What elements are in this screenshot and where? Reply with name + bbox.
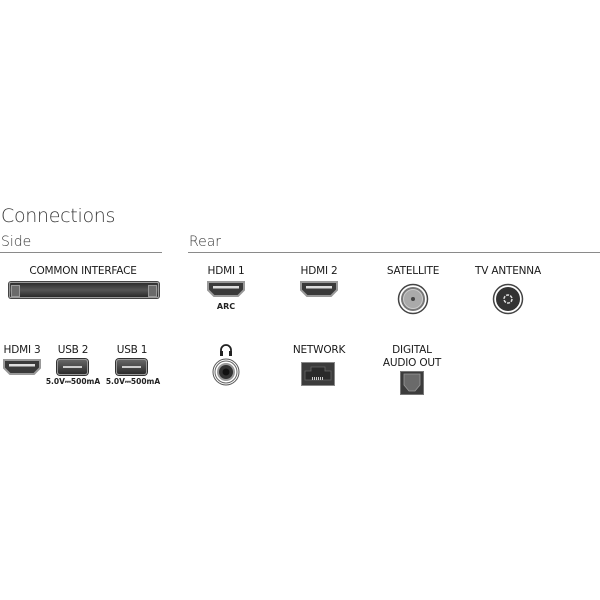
hdmi2-label: HDMI 2: [300, 265, 338, 277]
network-label: NETWORK: [292, 344, 346, 356]
rear-divider: [188, 252, 600, 253]
usb1-spec: 5.0V⎓500mA: [105, 377, 161, 386]
satellite-connector-icon: [397, 283, 429, 315]
optical-audio-port-icon: [400, 371, 424, 395]
side-divider: [0, 252, 162, 253]
hdmi-port-icon: [300, 281, 338, 297]
satellite-label: SATELLITE: [386, 265, 440, 277]
usb-port-icon: [57, 359, 88, 375]
digital-audio-label-line1: DIGITAL: [392, 344, 432, 356]
hdmi3-label: HDMI 3: [3, 344, 41, 356]
usb-port-icon: [116, 359, 147, 375]
ethernet-port-icon: [301, 362, 335, 386]
hdmi1-arc-label: ARC: [216, 302, 236, 311]
tv-antenna-label: TV ANTENNA: [475, 265, 541, 277]
section-rear-label: Rear: [189, 234, 222, 250]
usb2-spec: 5.0V⎓500mA: [45, 377, 101, 386]
usb1-label: USB 1: [116, 344, 148, 356]
page-title: Connections: [1, 205, 116, 227]
antenna-connector-icon: [492, 283, 524, 315]
section-side-label: Side: [1, 234, 32, 250]
hdmi-port-icon: [207, 281, 245, 297]
headphone-jack-icon: [212, 358, 240, 386]
hdmi-port-icon: [3, 359, 41, 375]
hdmi1-label: HDMI 1: [207, 265, 245, 277]
headphones-icon: [220, 344, 232, 356]
usb2-label: USB 2: [57, 344, 89, 356]
common-interface-label: COMMON INTERFACE: [29, 265, 137, 277]
common-interface-slot-icon: [9, 282, 159, 298]
digital-audio-label-line2: AUDIO OUT: [382, 357, 442, 369]
